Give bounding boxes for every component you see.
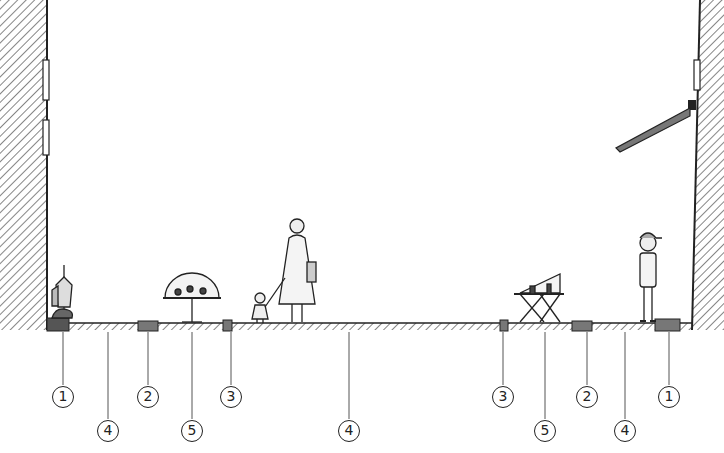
clothes-rack (52, 265, 73, 318)
callout-number: 1 (52, 386, 74, 408)
callout-number: 4 (338, 420, 360, 442)
display-table (514, 274, 564, 322)
callout-number: 5 (181, 420, 203, 442)
callout-number: 2 (576, 386, 598, 408)
callout-number: 5 (534, 420, 556, 442)
awning (616, 108, 690, 152)
callout-number: 3 (220, 386, 242, 408)
leader-lines (63, 332, 669, 419)
man-figure (640, 233, 662, 321)
dome-table (163, 273, 221, 322)
callout-number: 4 (97, 420, 119, 442)
callout-number: 4 (614, 420, 636, 442)
right-wall (688, 0, 724, 330)
street-ground (47, 318, 692, 331)
callout-number: 3 (492, 386, 514, 408)
callout-number: 2 (137, 386, 159, 408)
pedestrians (252, 219, 316, 323)
left-wall (0, 0, 49, 330)
callout-number: 1 (658, 386, 680, 408)
